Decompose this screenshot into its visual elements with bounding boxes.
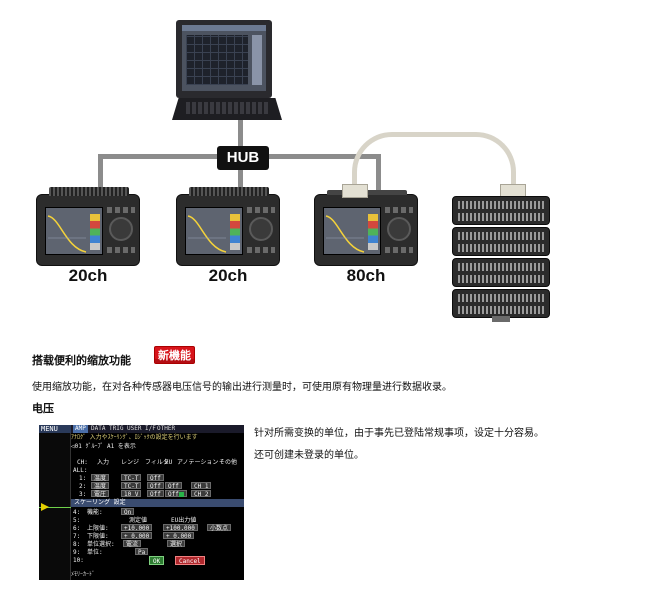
function-label: 機能: <box>87 509 103 516</box>
data-logger-1 <box>36 187 140 266</box>
group-line[interactable]: ◁01 ｸﾞﾙｰﾌﾟ A1 を表示 <box>71 443 136 450</box>
data-logger-3 <box>314 190 418 266</box>
upper-limit-label: 上限値: <box>87 525 109 532</box>
unit-select-label: 単位選択: <box>87 541 115 548</box>
section-title-voltage: 电压 <box>32 402 54 415</box>
row-ch-4: 4: <box>73 509 81 516</box>
row-ch-6: 6: <box>73 525 81 532</box>
bus-cable-right <box>268 154 380 159</box>
tab-data[interactable]: DATA <box>91 425 106 432</box>
waveform-strip <box>39 433 71 580</box>
tab-amp[interactable]: AMP <box>73 425 88 433</box>
row-ch-all: ALL: <box>73 467 88 474</box>
expansion-plug-left <box>342 184 368 198</box>
row1-input[interactable]: 温度 <box>91 474 110 482</box>
row2-eu[interactable]: Off <box>165 482 182 490</box>
laptop-image <box>172 20 282 130</box>
tab-user[interactable]: USER <box>127 425 142 432</box>
upper-measured-input[interactable]: +10.000 <box>121 524 153 532</box>
decimal-point-select[interactable]: 小数点 <box>207 524 232 532</box>
ok-button[interactable]: OK <box>149 556 165 565</box>
channel-label-2: 20ch <box>208 266 248 285</box>
drop-cable-1 <box>98 154 103 194</box>
trigger-marker-icon <box>41 503 49 511</box>
row3-input[interactable]: 電圧 <box>91 490 110 498</box>
row2-input[interactable]: 温度 <box>91 482 110 490</box>
feature-description: 使用缩放功能，在对各种传感器电压信号的输出进行测量时，可使用原有物理量进行数据收… <box>32 382 452 393</box>
row-ch-10: 10: <box>73 557 84 564</box>
unit-select-dropdown[interactable]: 電流 <box>123 540 142 548</box>
network-diagram: HUB 20ch 20ch 80ch <box>36 20 550 322</box>
col-ch: CH: <box>77 459 88 466</box>
hub-cable-down <box>238 169 243 195</box>
lower-measured-input[interactable]: + 0.000 <box>121 532 153 540</box>
footer-memory-card: ﾒﾓﾘｰｶｰﾄﾞ <box>71 571 96 578</box>
cancel-button[interactable]: Cancel <box>175 556 205 565</box>
unit-label: 単位: <box>87 549 103 556</box>
lower-limit-label: 下限値: <box>87 533 109 540</box>
measured-header: 測定値 <box>129 517 148 524</box>
laptop-cable <box>238 120 243 147</box>
unit-select-button[interactable]: 選択 <box>167 540 186 548</box>
row2-filter[interactable]: Off <box>147 482 164 490</box>
upper-eu-input[interactable]: +100.000 <box>163 524 198 532</box>
row1-filter[interactable]: Off <box>147 474 164 482</box>
channel-label-1: 20ch <box>68 266 108 285</box>
col-input: 入力 <box>97 459 110 466</box>
col-other: その他 <box>219 459 238 466</box>
data-logger-2 <box>176 187 280 266</box>
function-select[interactable]: On <box>121 508 135 516</box>
tab-other[interactable]: OTHER <box>157 425 176 432</box>
row-ch-3: 3: <box>79 491 87 498</box>
row-ch-1: 1: <box>79 475 87 482</box>
col-filter: フィルタ <box>145 459 169 466</box>
row3-annotation[interactable]: CH 2 <box>191 490 212 498</box>
expansion-cable <box>352 132 516 192</box>
menu-label: MENU <box>39 425 71 433</box>
header-line: ｱﾅﾛｸﾞ 入力やｽｹｰﾘﾝｸﾞ、ﾛｼﾞｯｸの設定を行います <box>71 434 198 441</box>
device-settings-screenshot: MENU AMP DATA TRIG USER I/F OTHER ｱﾅﾛｸﾞ … <box>39 425 244 580</box>
bus-cable-left <box>98 154 218 159</box>
tab-if[interactable]: I/F <box>145 425 156 432</box>
row3-eu-value: Off <box>168 491 179 498</box>
row2-annotation[interactable]: CH 1 <box>191 482 212 490</box>
terminal-unit <box>452 196 550 322</box>
row-ch-8: 8: <box>73 541 81 548</box>
row1-range[interactable]: TC-T <box>121 474 142 482</box>
scaling-section-title: スケーリング 設定 <box>71 499 244 507</box>
row3-eu[interactable]: Off <box>165 490 187 498</box>
row-ch-9: 9: <box>73 549 81 556</box>
eu-enabled-icon <box>178 492 184 497</box>
row3-filter[interactable]: Off <box>147 490 164 498</box>
eu-output-header: EU出力値 <box>171 517 197 524</box>
section-line-2: 还可创建未登录的单位。 <box>254 450 364 461</box>
channel-label-3: 80ch <box>346 266 386 285</box>
section-line-1: 针对所需变换的单位，由于事先已登陆常规事项，设定十分容易。 <box>254 428 544 439</box>
new-feature-badge: 新機能 <box>154 346 195 364</box>
row-ch-7: 7: <box>73 533 81 540</box>
row-ch-2: 2: <box>79 483 87 490</box>
lower-eu-input[interactable]: + 0.000 <box>163 532 195 540</box>
col-eu: EU <box>165 459 173 466</box>
row-ch-5: 5: <box>73 517 81 524</box>
unit-input[interactable]: Pa <box>135 548 149 556</box>
tab-trig[interactable]: TRIG <box>109 425 124 432</box>
col-annotation: アノテーション <box>177 459 219 466</box>
hub-label: HUB <box>217 146 269 170</box>
row2-range[interactable]: TC-T <box>121 482 142 490</box>
col-range: レンジ <box>121 459 140 466</box>
row3-range[interactable]: 10 V <box>121 490 142 498</box>
feature-title: 搭载便利的缩放功能 <box>32 354 131 367</box>
